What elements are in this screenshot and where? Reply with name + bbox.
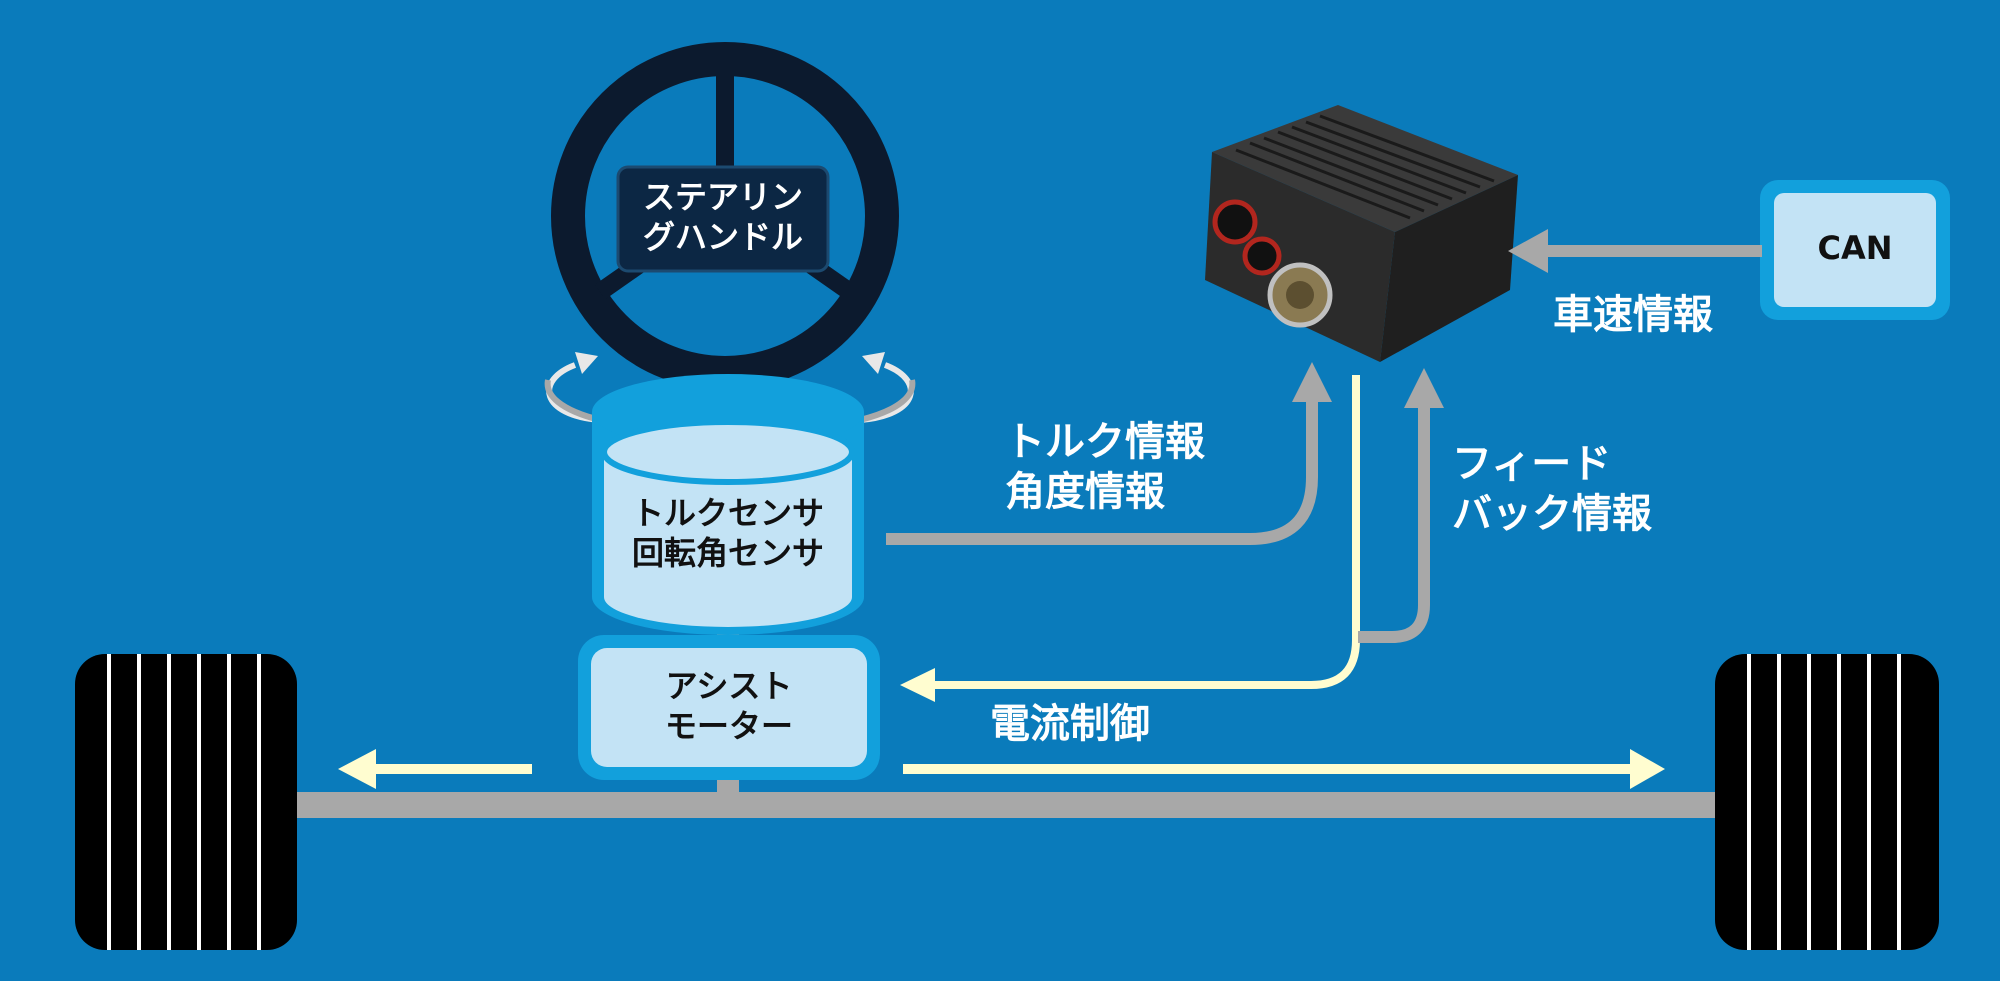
- arrow-rack-left: [338, 749, 532, 789]
- ecu-heatsink-fins: [1235, 114, 1495, 220]
- sensor-label-line1: トルクセンサ: [632, 494, 824, 532]
- wheel-right: [1715, 654, 1939, 950]
- steering-label-line2: グハンドル: [643, 218, 803, 256]
- feedback-label-line2: バック情報: [1452, 491, 1652, 537]
- arrow-ecu-to-motor: [900, 375, 1360, 702]
- angle-info-label: 角度情報: [1005, 469, 1165, 515]
- rotation-arrow-right-icon: [859, 352, 916, 423]
- feedback-label-line1: フィード: [1452, 441, 1611, 487]
- torque-info-label: トルク情報: [1005, 419, 1205, 465]
- wheel-left: [75, 654, 297, 950]
- motor-label-line1: アシスト: [666, 667, 793, 705]
- vehicle-speed-label: 車速情報: [1553, 292, 1713, 338]
- torque-sensor-cylinder: トルクセンサ 回転角センサ: [592, 374, 864, 635]
- assist-motor-box: アシスト モーター: [578, 635, 880, 780]
- steering-wheel-spoke-top: [716, 66, 734, 176]
- arrow-rack-right: [903, 749, 1665, 789]
- arrow-can-to-ecu: [1508, 229, 1762, 273]
- current-control-label: 電流制御: [990, 701, 1150, 747]
- steering-wheel-rim: [551, 42, 899, 390]
- sensor-label-line2: 回転角センサ: [632, 534, 824, 572]
- steering-label-line1: ステアリン: [643, 178, 803, 216]
- ecu-connector-2: [1242, 236, 1282, 276]
- rack-shaft: [280, 792, 1730, 818]
- ecu-connector-1: [1212, 199, 1258, 245]
- motor-label-line2: モーター: [665, 707, 793, 745]
- arrow-sensor-to-ecu: [886, 362, 1332, 545]
- ecu-controller-device: [1205, 105, 1518, 362]
- can-label: CAN: [1817, 229, 1892, 267]
- arrow-feedback: [1358, 368, 1444, 643]
- can-box: CAN: [1760, 180, 1950, 320]
- steering-wheel: ステアリン グハンドル: [551, 42, 899, 390]
- steering-label-box: [616, 165, 830, 273]
- rotation-arrow-left-icon: [544, 352, 601, 423]
